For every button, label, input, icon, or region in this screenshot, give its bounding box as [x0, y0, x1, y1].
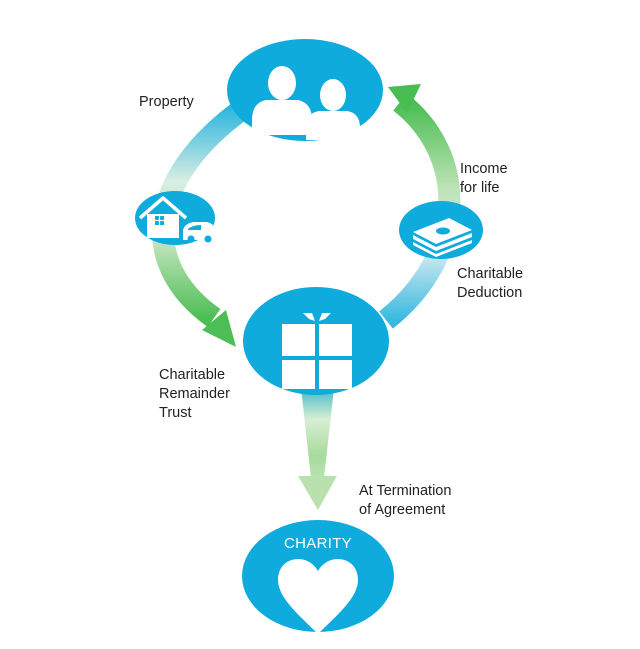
deduction-node — [399, 201, 483, 259]
money-stack-icon — [413, 218, 472, 257]
people-icon — [252, 66, 360, 140]
charitable-remainder-trust-label: Charitable Remainder Trust — [159, 367, 230, 421]
termination-label: At Termination of Agreement — [359, 483, 452, 518]
trust-node — [243, 287, 389, 395]
charity-node: CHARITY — [242, 520, 394, 634]
heart-icon — [278, 559, 358, 634]
charitable-deduction-label: Charitable Deduction — [457, 266, 524, 301]
house-car-icon — [138, 196, 215, 243]
property-label: Property — [139, 94, 194, 110]
property-node — [135, 191, 215, 245]
gift-icon — [282, 313, 352, 389]
donors-node — [227, 39, 383, 141]
arrow-trust-to-charity — [298, 388, 337, 510]
charity-label: CHARITY — [284, 535, 352, 552]
income-for-life-label: Income for life — [460, 161, 508, 196]
